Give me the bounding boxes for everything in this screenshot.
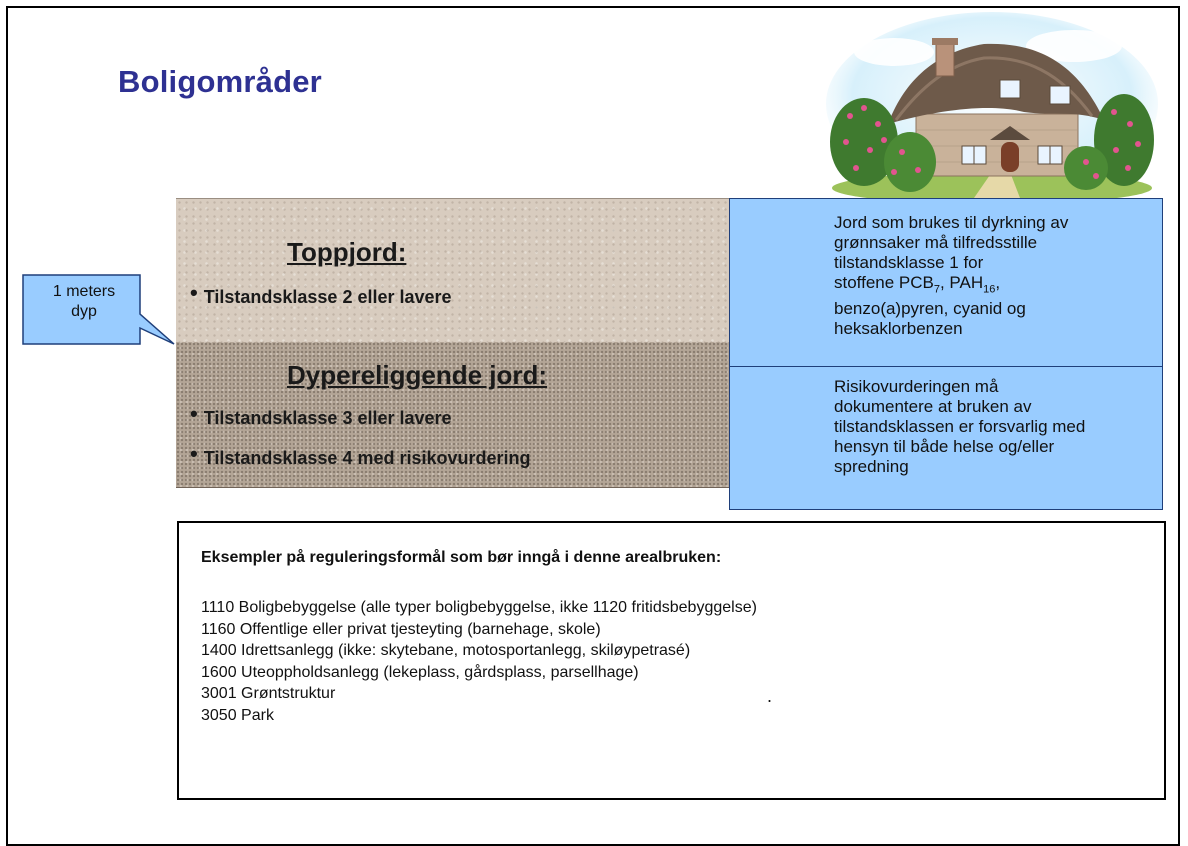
topsoil-bullet-text: Tilstandsklasse 2 eller lavere bbox=[203, 287, 452, 307]
info-text: , bbox=[995, 273, 1001, 292]
cottage-illustration-icon bbox=[826, 12, 1158, 198]
callout-text: 1 meters dyp bbox=[32, 282, 136, 322]
zoning-examples-box: Eksempler på reguleringsformål som bør i… bbox=[177, 521, 1166, 800]
examples-item: 3001 Grøntstruktur bbox=[201, 685, 336, 702]
deep-soil-bullet-text: Tilstandsklasse 3 eller lavere bbox=[203, 408, 452, 428]
subscript: 7 bbox=[933, 283, 940, 296]
examples-list: 1110 Boligbebyggelse (alle typer boligbe… bbox=[201, 597, 757, 726]
info-line: tilstandsklasse 1 for bbox=[834, 253, 984, 272]
callout-line: dyp bbox=[71, 303, 97, 320]
info-line: spredning bbox=[834, 457, 909, 476]
slide-title: Boligområder bbox=[118, 64, 322, 99]
info-line: tilstandsklassen er forsvarlig med bbox=[834, 417, 1086, 436]
deep-soil-layer: Dypereliggende jord: • Tilstandsklasse 3… bbox=[176, 342, 734, 488]
info-line: Jord som brukes til dyrkning av bbox=[834, 213, 1069, 232]
callout-line: 1 meters bbox=[52, 283, 116, 300]
deep-soil-heading: Dypereliggende jord: bbox=[287, 360, 548, 390]
info-line: grønnsaker må tilfredsstille bbox=[834, 233, 1038, 252]
bullet-dot-icon: • bbox=[190, 401, 198, 426]
callout-shape bbox=[22, 274, 175, 345]
examples-heading: Eksempler på reguleringsformål som bør i… bbox=[201, 549, 722, 566]
deep-soil-bullet: • Tilstandsklasse 3 eller lavere bbox=[190, 401, 452, 429]
stray-mark: . bbox=[767, 686, 773, 706]
info-text: stoffene PCB bbox=[834, 273, 934, 292]
topsoil-heading: Toppjord: bbox=[287, 237, 407, 267]
subscript: 16 bbox=[983, 283, 996, 296]
bullet-dot-icon: • bbox=[190, 441, 198, 466]
topsoil-layer: Toppjord: • Tilstandsklasse 2 eller lave… bbox=[176, 198, 734, 343]
deep-soil-bullet-text: Tilstandsklasse 4 med risikovurdering bbox=[203, 448, 531, 468]
examples-item: 1600 Uteoppholdsanlegg (lekeplass, gårds… bbox=[201, 663, 639, 681]
info-box-risk-assessment: Risikovurderingen må dokumentere at bruk… bbox=[729, 366, 1163, 510]
examples-item: 1400 Idrettsanlegg (ikke: skytebane, mot… bbox=[201, 642, 691, 659]
info-line: Risikovurderingen må bbox=[834, 377, 999, 396]
info-line: dokumentere at bruken av bbox=[834, 397, 1032, 416]
examples-item: 1160 Offentlige eller privat tjesteyting… bbox=[201, 620, 601, 638]
info-box-vegetables: Jord som brukes til dyrkning av grønnsak… bbox=[729, 198, 1163, 368]
examples-item: 3050 Park bbox=[201, 706, 274, 724]
info-text: , PAH bbox=[939, 273, 984, 292]
info-line: heksaklorbenzen bbox=[834, 319, 963, 339]
info-line-substances: stoffene PCB7, PAH16, bbox=[834, 273, 1154, 299]
info-line: benzo(a)pyren, cyanid og bbox=[834, 299, 1026, 319]
examples-item: 1110 Boligbebyggelse (alle typer boligbe… bbox=[201, 599, 757, 616]
bullet-dot-icon: • bbox=[190, 280, 198, 305]
topsoil-bullet: • Tilstandsklasse 2 eller lavere bbox=[190, 280, 452, 308]
deep-soil-bullet: • Tilstandsklasse 4 med risikovurdering bbox=[190, 441, 531, 469]
info-line: hensyn til både helse og/eller bbox=[834, 437, 1055, 456]
